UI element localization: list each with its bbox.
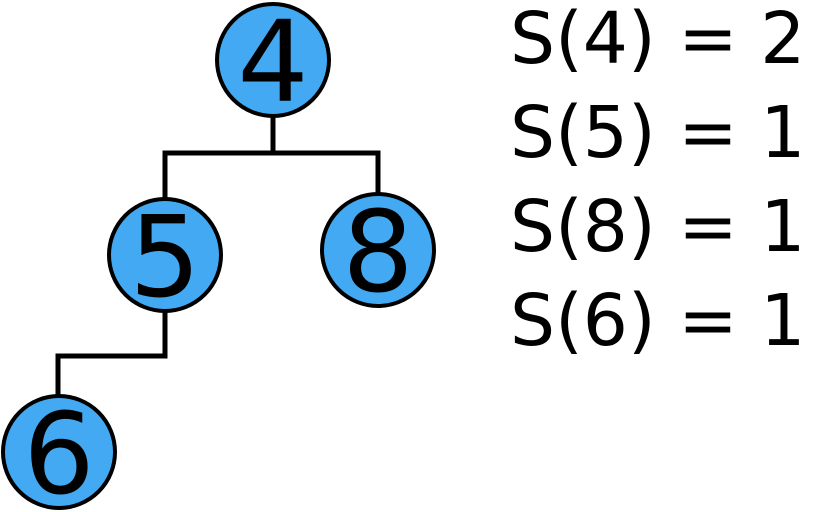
node-4-circle: [215, 2, 331, 118]
tree-node-6: 6: [1, 390, 117, 512]
annotation-s4: S(4) = 2: [510, 0, 805, 80]
node-8-label: 8: [342, 188, 413, 318]
tree-node-4: 4: [215, 0, 331, 128]
annotation-s8: S(8) = 1: [510, 185, 805, 268]
node-8-circle: [320, 192, 436, 308]
annotations: S(4) = 2 S(5) = 1 S(8) = 1 S(6) = 1: [510, 0, 805, 362]
edge-4-8: [270, 115, 381, 196]
node-4-label: 4: [237, 0, 308, 128]
tree-node-8: 8: [320, 188, 436, 318]
edge-5-6: [55, 309, 168, 398]
node-6-label: 6: [23, 390, 94, 512]
node-5-label: 5: [129, 193, 200, 323]
node-5-circle: [107, 197, 223, 313]
tree-node-5: 5: [107, 193, 223, 323]
node-6-circle: [1, 394, 117, 510]
annotation-s6: S(6) = 1: [510, 279, 805, 362]
annotation-s5: S(5) = 1: [510, 91, 805, 174]
tree-edges: [55, 115, 381, 398]
